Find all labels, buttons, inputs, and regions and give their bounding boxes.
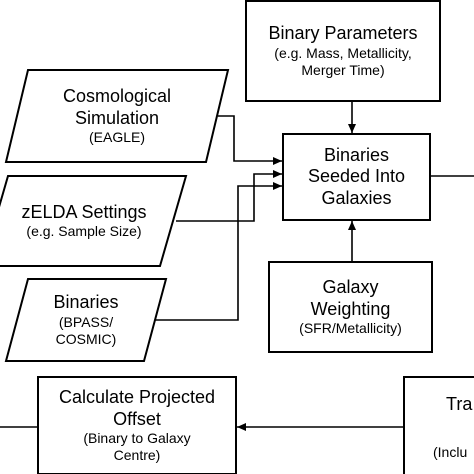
binaries-sub-line2: COSMIC) <box>55 330 117 347</box>
arrow-zelda-to-seeded <box>176 170 282 222</box>
galaxy-weighting-box <box>268 261 433 353</box>
calculate-offset-box <box>37 376 237 474</box>
right-partial-box <box>403 376 474 474</box>
calculate-offset-node: Calculate Projected Offset (Binary to Ga… <box>38 377 236 474</box>
binary-parameters-sub-line2: Merger Time) <box>301 61 385 78</box>
seeded-title-line2: Seeded Into <box>307 166 406 187</box>
arrow-cosmo-to-seeded <box>218 115 282 165</box>
binary-parameters-title: Binary Parameters <box>268 23 418 44</box>
binaries-title: Binaries <box>53 292 119 313</box>
zelda-title: zELDA Settings <box>21 201 147 222</box>
binary-parameters-box <box>245 0 441 102</box>
seeded-title-line1: Binaries <box>323 144 390 165</box>
zelda-settings-parallelogram <box>0 175 188 267</box>
cosmological-simulation-node: Cosmological Simulation (EAGLE) <box>17 70 217 162</box>
zelda-sub: (e.g. Sample Size) <box>26 223 142 240</box>
binaries-seeded-box <box>282 133 431 221</box>
cosmological-sub: (EAGLE) <box>88 129 145 146</box>
weighting-title-line2: Weighting <box>310 298 391 319</box>
weighting-sub: (SFR/Metallicity) <box>299 320 402 337</box>
offset-sub-line2: Centre) <box>113 447 161 464</box>
offset-title-line2: Offset <box>113 408 161 429</box>
seeded-title-line3: Galaxies <box>321 187 392 208</box>
binaries-parallelogram <box>4 278 168 362</box>
right-partial-sub: (Inclu <box>433 444 468 460</box>
cosmological-title-line1: Cosmological <box>62 86 172 106</box>
binaries-node: Binaries (BPASS/ COSMIC) <box>17 279 155 361</box>
right-partial-title: Tra <box>446 394 473 414</box>
binary-parameters-sub-line1: (e.g. Mass, Metallicity, <box>274 45 412 61</box>
offset-sub-line1: (Binary to Galaxy <box>83 430 191 447</box>
cosmological-simulation-parallelogram <box>4 69 230 163</box>
zelda-settings-node: zELDA Settings (e.g. Sample Size) <box>0 176 168 266</box>
offset-title-line1: Calculate Projected <box>58 387 216 408</box>
cosmological-title-line2: Simulation <box>74 107 160 128</box>
binaries-sub-line1: (BPASS/ <box>58 314 114 330</box>
galaxy-weighting-node: Galaxy Weighting (SFR/Metallicity) <box>269 262 432 352</box>
weighting-title-line1: Galaxy <box>322 277 379 297</box>
binaries-seeded-node: Binaries Seeded Into Galaxies <box>283 134 430 220</box>
binary-parameters-node: Binary Parameters (e.g. Mass, Metallicit… <box>246 1 440 101</box>
arrow-binaries-to-seeded <box>155 182 282 321</box>
